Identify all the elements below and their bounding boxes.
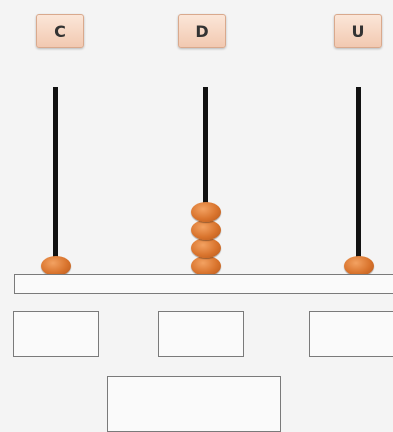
rod-c (53, 87, 58, 271)
answer-box-d[interactable] (158, 311, 244, 357)
bead-d-2 (191, 238, 221, 258)
result-box[interactable] (107, 376, 281, 432)
rod-u (356, 87, 361, 271)
bead-u-1 (344, 256, 374, 276)
bead-d-4 (191, 202, 221, 222)
column-label-d: D (178, 14, 226, 48)
column-label-c: C (36, 14, 84, 48)
abacus-base (14, 274, 393, 294)
answer-box-c[interactable] (13, 311, 99, 357)
bead-c-1 (41, 256, 71, 276)
bead-d-3 (191, 220, 221, 240)
column-label-u: U (334, 14, 382, 48)
answer-box-u[interactable] (309, 311, 393, 357)
bead-d-1 (191, 256, 221, 276)
